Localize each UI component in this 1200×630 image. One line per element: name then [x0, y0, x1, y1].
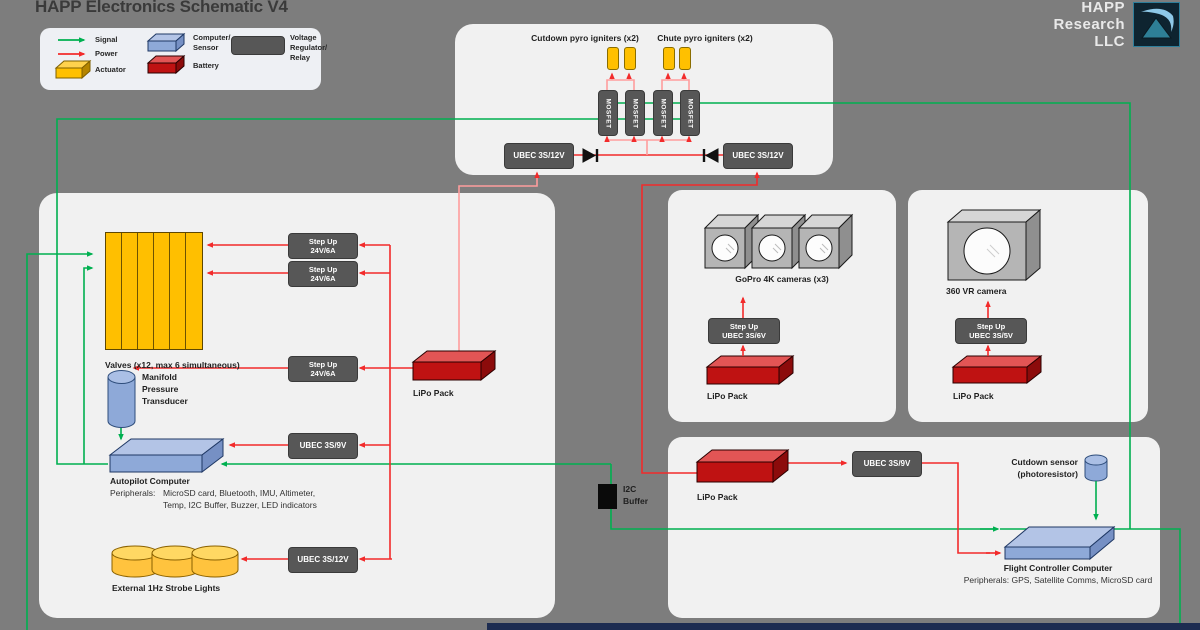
lipo-label-vr: LiPo Pack	[953, 391, 994, 401]
diode-icon-left	[582, 148, 599, 163]
power-wires	[132, 154, 990, 562]
manifold-transducer-shape	[107, 370, 136, 428]
i2c-buffer-block	[598, 484, 617, 509]
autopilot-peripherals-label: Peripherals:	[110, 488, 156, 498]
company-logo-icon	[1132, 1, 1181, 52]
mosfet-2: MOSFET	[625, 90, 645, 136]
autopilot-title: Autopilot Computer	[110, 476, 190, 486]
manifold-label-1: Manifold	[142, 372, 177, 382]
manifold-label-2: Pressure	[142, 384, 179, 394]
autopilot-computer-shape	[108, 437, 225, 474]
diode-icons	[582, 148, 719, 163]
legend-regulator-label-2: Regulator/	[290, 43, 328, 52]
voltage-regulator-icon	[231, 36, 285, 55]
cutdown-sensor-shape	[1084, 454, 1108, 482]
i2c-buffer-label-2: Buffer	[623, 496, 649, 506]
legend-actuator-label: Actuator	[95, 65, 126, 74]
signal-wire-autopilot-to-mosfets	[56, 118, 690, 465]
diode-icon-right	[702, 148, 719, 163]
strobe-lights-shape	[111, 545, 239, 578]
lipo-pack-flight-shape	[695, 448, 790, 484]
gopro-cameras-shape	[703, 213, 854, 270]
bottom-bar	[487, 623, 1200, 630]
mosfet-4: MOSFET	[680, 90, 700, 136]
legend-battery-label: Battery	[193, 61, 219, 70]
mosfet-1: MOSFET	[598, 90, 618, 136]
signal-wire-valves-offscreen	[26, 251, 94, 630]
ubec-9v-left: UBEC 3S/9V	[288, 433, 358, 459]
legend-regulator-label-3: Relay	[290, 53, 311, 62]
valves-label: Valves (x12, max 6 simultaneous)	[105, 360, 240, 370]
mosfet-3: MOSFET	[653, 90, 673, 136]
legend-power-label: Power	[95, 49, 118, 58]
power-arrow-stubs	[740, 296, 1002, 556]
cutdown-sensor-label-2: (photoresistor)	[1017, 469, 1078, 479]
power-leftlipo-riser	[458, 171, 540, 352]
lipo-pack-vr-shape	[951, 354, 1043, 385]
legend-computer-label-1: Computer/	[193, 33, 231, 42]
page-title: HAPP Electronics Schematic V4	[35, 0, 288, 16]
fcc-title: Flight Controller Computer	[1003, 563, 1113, 573]
signal-arrow-stubs	[118, 428, 1099, 532]
vr-camera-label: 360 VR camera	[946, 286, 1007, 296]
ubec-9v-flight: UBEC 3S/9V	[852, 451, 922, 477]
pyro-igniter-2	[624, 47, 636, 70]
cutdown-sensor-label-1: Cutdown sensor	[1011, 457, 1078, 467]
power-ubec9-run	[919, 462, 990, 554]
legend-icons	[54, 32, 186, 80]
pyro-igniter-1	[607, 47, 619, 70]
legend-regulator-label-1: Voltage	[290, 33, 317, 42]
legend-signal-label: Signal	[95, 35, 118, 44]
lipo-pack-gopro-shape	[705, 354, 795, 386]
valves-block	[105, 232, 203, 350]
battery-icon	[146, 54, 186, 75]
cutdown-igniters-label: Cutdown pyro igniters (x2)	[531, 33, 639, 43]
ubec-12v-left: UBEC 3S/12V	[288, 547, 358, 573]
power-brlipo-to-rightubec	[641, 171, 760, 474]
strobe-label: External 1Hz Strobe Lights	[112, 583, 221, 593]
autopilot-peripherals-line1: MicroSD card, Bluetooth, IMU, Altimeter,	[163, 488, 316, 498]
ubec-pyro-right: UBEC 3S/12V	[723, 143, 793, 169]
chute-igniters-label: Chute pyro igniters (x2)	[657, 33, 753, 43]
lipo-label-gopro: LiPo Pack	[707, 391, 748, 401]
actuator-icon	[54, 59, 92, 80]
power-wires-light	[458, 72, 692, 352]
manifold-label-3: Transducer	[142, 396, 188, 406]
company-name: HAPP Research LLC	[1053, 0, 1125, 50]
flight-controller-shape	[1003, 525, 1116, 561]
vr-camera-shape	[946, 208, 1042, 282]
lipo-label-flight: LiPo Pack	[697, 492, 738, 502]
ubec-pyro-left: UBEC 3S/12V	[504, 143, 574, 169]
pyro-igniter-3	[663, 47, 675, 70]
pyro-igniter-4	[679, 47, 691, 70]
computer-sensor-icon	[146, 32, 186, 53]
legend-computer-label-2: Sensor	[193, 43, 219, 52]
fcc-peripherals: Peripherals: GPS, Satellite Comms, Micro…	[963, 575, 1153, 585]
signal-wire-mosfet-to-flightcomputer	[600, 102, 1131, 529]
signal-wire-autopilot-to-valves	[83, 265, 94, 464]
i2c-buffer-label-1: I2C	[623, 484, 637, 494]
lipo-label-left: LiPo Pack	[413, 388, 454, 398]
gopro-cameras-label: GoPro 4K cameras (x3)	[735, 274, 829, 284]
lipo-pack-left-shape	[411, 349, 497, 382]
autopilot-peripherals-line2: Temp, I2C Buffer, Buzzer, LED indicators	[163, 500, 317, 510]
